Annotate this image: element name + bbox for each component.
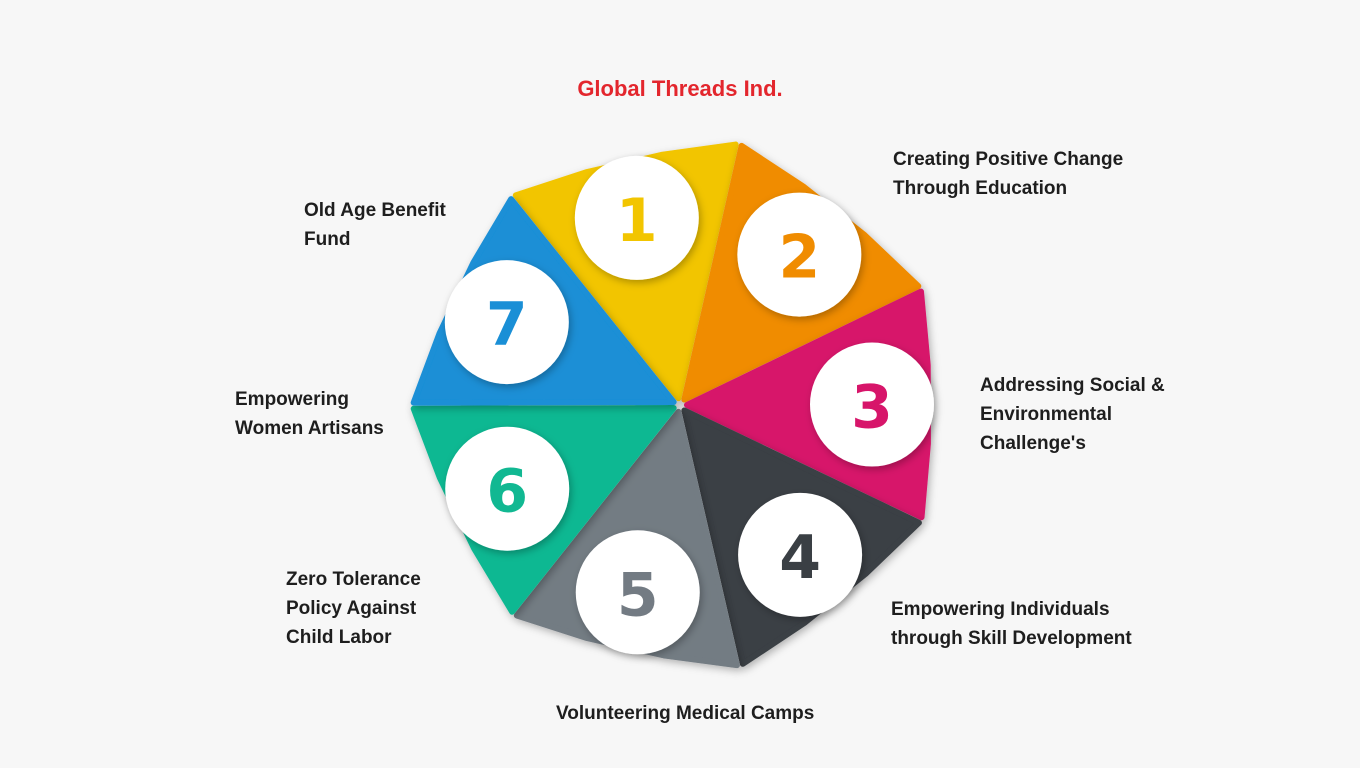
label-segment-2: Creating Positive Change Through Educati… bbox=[893, 149, 1124, 199]
segment-4-number: 4 bbox=[779, 523, 821, 593]
segment-5: 5 bbox=[513, 408, 740, 669]
label-segment-3: Addressing Social & Environmental Challe… bbox=[980, 375, 1165, 454]
segment-7-number: 7 bbox=[486, 290, 528, 360]
segment-5-number: 5 bbox=[617, 560, 659, 630]
label-segment-7: Old Age Benefit Fund bbox=[304, 200, 446, 250]
segment-3: 3 bbox=[684, 288, 934, 521]
segment-6-number: 6 bbox=[486, 457, 528, 527]
segment-2-number: 2 bbox=[778, 223, 820, 293]
segment-1-number: 1 bbox=[616, 186, 658, 256]
label-segment-5: Volunteering Medical Camps bbox=[556, 703, 815, 724]
segment-4: 4 bbox=[681, 407, 922, 667]
segment-6-circle bbox=[445, 426, 570, 551]
segment-7-circle bbox=[444, 260, 569, 385]
segment-5-circle bbox=[575, 530, 700, 655]
segment-3-circle bbox=[809, 342, 934, 467]
label-segment-4: Empowering Individuals through Skill Dev… bbox=[891, 599, 1132, 649]
segment-4-circle bbox=[738, 492, 863, 617]
segment-7: 7 bbox=[410, 196, 677, 406]
segment-3-number: 3 bbox=[851, 373, 893, 443]
label-empowering-women: Empowering Women Artisans bbox=[235, 389, 384, 439]
segment-1: 1 bbox=[512, 141, 739, 402]
segment-1-circle bbox=[574, 155, 699, 280]
segment-2: 2 bbox=[681, 142, 922, 403]
segment-6: 6 bbox=[410, 405, 677, 615]
diagram-title: Global Threads Ind. bbox=[577, 76, 783, 101]
label-segment-6: Zero Tolerance Policy Against Child Labo… bbox=[286, 569, 421, 648]
segment-2-circle bbox=[737, 192, 862, 317]
